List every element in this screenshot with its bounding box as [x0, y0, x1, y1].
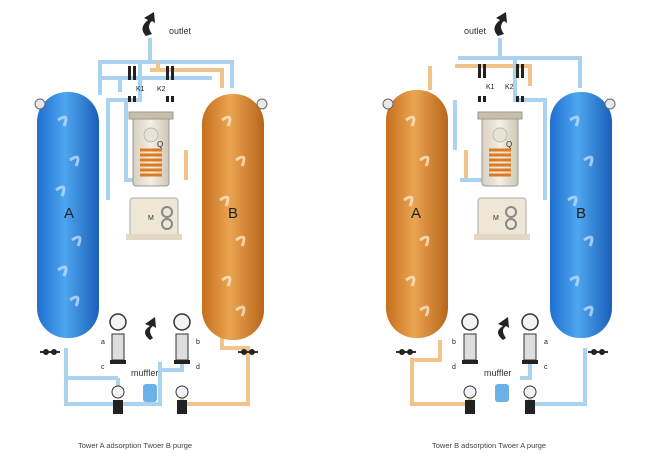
left-drain-valve-a — [40, 349, 60, 355]
right-valve-a — [521, 313, 539, 364]
left-valve-b-label: b — [196, 339, 200, 346]
right-caption: Tower B adsorption Twoer A purge — [432, 441, 547, 450]
left-tower-b-gauge — [256, 98, 268, 110]
left-tower-a-gauge — [34, 98, 46, 110]
right-heater — [477, 111, 523, 187]
left-heater-label: Q — [157, 140, 163, 149]
right-valve-c-label: c — [544, 364, 548, 371]
right-valve-k1 — [478, 64, 486, 102]
right-motor — [474, 197, 530, 240]
right-muffler-arrow — [498, 317, 509, 340]
right-drain-valve-a — [396, 349, 416, 355]
right-valve-k2-label: K2 — [505, 84, 514, 91]
right-valve-d-label: d — [452, 364, 456, 371]
left-valve-d-label: d — [196, 364, 200, 371]
left-valve-c-label: c — [101, 364, 105, 371]
right-valve-b — [461, 313, 479, 364]
right-muffler-label: muffler — [484, 368, 511, 378]
left-tower-b — [202, 94, 264, 340]
left-muffler-arrow — [145, 317, 156, 340]
left-caption: Tower A adsorption Twoer B purge — [78, 441, 193, 450]
right-dry-air-pipes — [453, 38, 587, 406]
right-dryer-unit: outlet K1 K2 Q M A — [382, 12, 616, 414]
left-outlet-label: outlet — [169, 26, 192, 36]
left-valve-a-label: a — [101, 339, 105, 346]
left-valve-b — [173, 313, 191, 364]
right-muffler — [495, 384, 509, 402]
left-muffler-label: muffler — [131, 368, 158, 378]
left-tower-a-label: A — [64, 205, 74, 222]
left-tower-a — [37, 92, 99, 338]
left-lower-valve-c — [111, 385, 125, 414]
right-lower-valve-d — [463, 385, 477, 414]
right-drain-valve-b — [588, 349, 608, 355]
left-tower-b-label: B — [228, 205, 238, 222]
left-drain-valve-b — [238, 349, 258, 355]
right-valve-k2 — [516, 64, 524, 102]
left-valve-k2 — [166, 66, 174, 102]
right-motor-label: M — [493, 215, 499, 222]
right-outlet-arrow — [494, 12, 507, 36]
right-tower-a-label: A — [411, 205, 421, 222]
right-tower-a — [386, 90, 448, 338]
left-heater — [128, 111, 174, 187]
left-lower-valve-d — [175, 385, 189, 414]
right-heater-label: Q — [506, 140, 512, 149]
left-valve-a — [109, 313, 127, 364]
right-valve-b-label: b — [452, 339, 456, 346]
left-outlet-arrow — [142, 12, 155, 36]
left-muffler — [143, 384, 157, 402]
right-tower-b-label: B — [576, 205, 586, 222]
left-motor — [126, 197, 182, 240]
left-valve-k1-label: K1 — [136, 86, 145, 93]
left-valve-k2-label: K2 — [157, 86, 166, 93]
left-valve-k1 — [128, 66, 136, 102]
right-tower-a-gauge — [382, 98, 394, 110]
left-dryer-unit: outlet K1 K2 Q M — [34, 12, 268, 414]
right-tower-b — [550, 92, 612, 338]
right-valve-a-label: a — [544, 339, 548, 346]
right-tower-b-gauge — [604, 98, 616, 110]
right-outlet-label: outlet — [464, 26, 487, 36]
right-valve-k1-label: K1 — [486, 84, 495, 91]
right-lower-valve-c — [523, 385, 537, 414]
left-motor-label: M — [148, 215, 154, 222]
